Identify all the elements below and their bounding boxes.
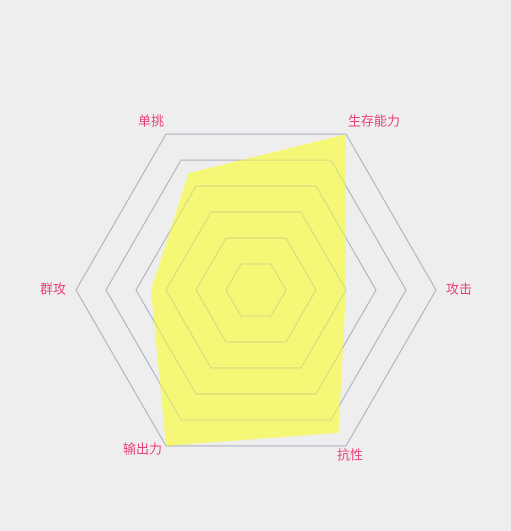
axis-label-2: 抗性 <box>337 448 363 463</box>
grid-ring-overlay-5 <box>105 159 407 421</box>
grid-ring-overlay-6 <box>75 133 437 447</box>
grid-ring-overlay-4 <box>135 185 377 395</box>
grid-ring-overlay-2 <box>195 237 317 343</box>
axis-label-1: 攻击 <box>446 283 472 298</box>
axis-label-4: 群攻 <box>40 283 66 298</box>
axis-label-3: 输出力 <box>123 441 162 457</box>
grid-ring-overlay-3 <box>165 211 347 369</box>
axis-label-0: 生存能力 <box>348 115 400 130</box>
grid-ring-overlay-1 <box>225 263 287 317</box>
series-area <box>151 134 346 446</box>
axis-label-5: 单挑 <box>138 115 164 130</box>
